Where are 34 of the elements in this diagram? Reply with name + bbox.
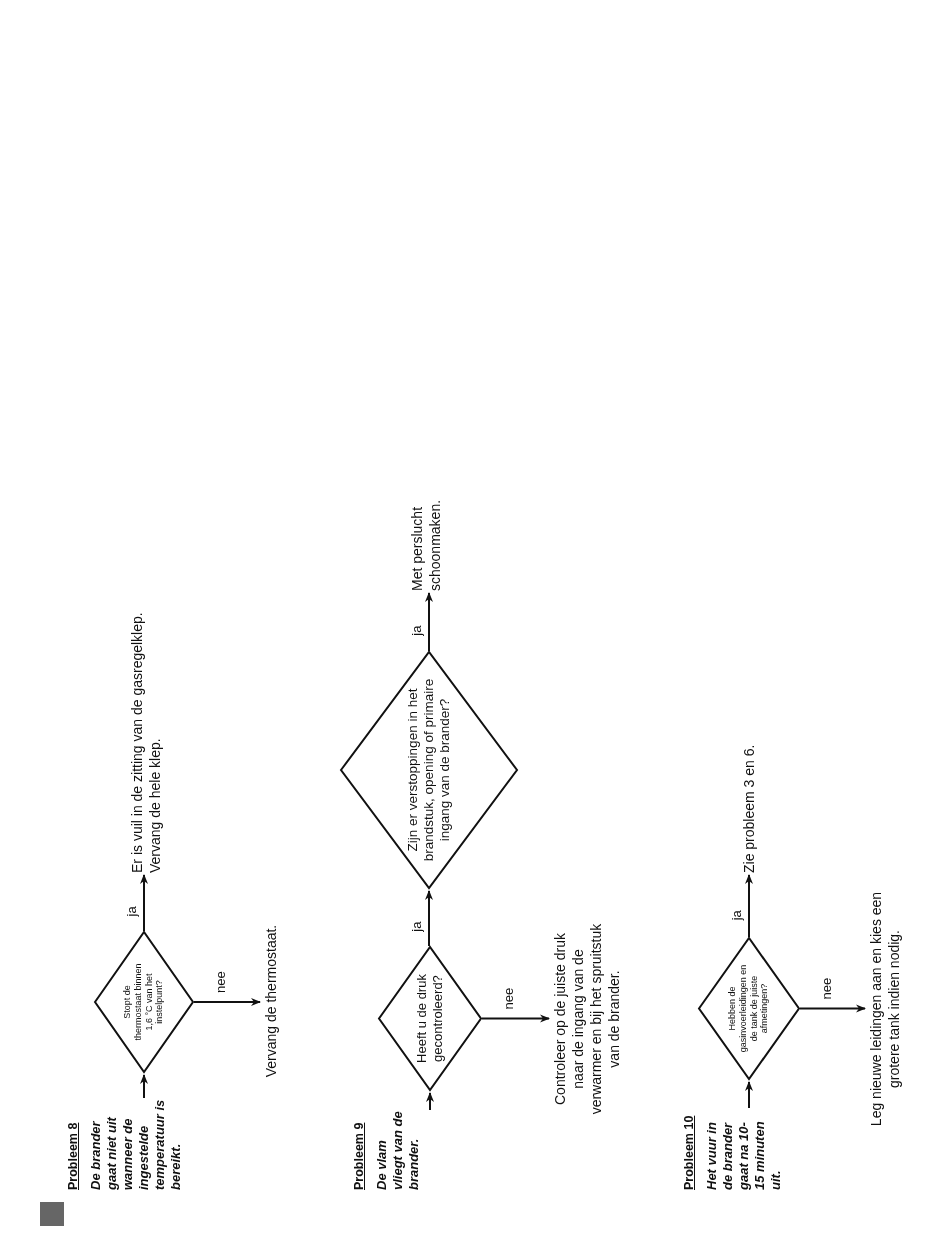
arrow <box>140 1074 148 1099</box>
problem-description: De vlam vliegt van de brander. <box>374 1110 422 1190</box>
decision-diamond <box>378 946 482 1091</box>
arrow <box>799 1004 866 1013</box>
decision-diamond <box>340 651 518 889</box>
decision-diamond <box>698 937 800 1080</box>
outcome-text: Er is vuil in de zitting van de gasregelklep. Vervang de hele klep. <box>128 611 164 873</box>
problem-description: De brander gaat niet uit wanneer de ingestelde temperatuur is bereikt. <box>88 1098 184 1190</box>
arrow <box>745 874 753 938</box>
edge-label: ja <box>410 920 424 933</box>
outcome-text: Met perslucht schoonmaken. <box>408 471 444 591</box>
edge-label: ja <box>125 905 139 918</box>
outcome-text: Leg nieuwe leidingen aan en kies een grotere tank indien nodig. <box>867 889 903 1129</box>
decision-diamond <box>94 931 194 1073</box>
problem-heading: Probleem 8 <box>66 1121 80 1190</box>
question-text: Zijn er verstoppingen in het brandstuk, opening of primaire ingang van de brander? <box>404 677 454 863</box>
arrow <box>193 998 261 1006</box>
outcome-text: Vervang de thermostaat. <box>262 911 280 1091</box>
outcome-text: Zie probleem 3 en 6. <box>740 723 758 873</box>
question-text: Stopt de thermostaat binnen 1,6 °C van het instelpunt? <box>122 962 166 1042</box>
arrow <box>745 1081 753 1109</box>
outcome-text: Controleer op de juiste druk naar de ingang van de verwarmer en bij het spruitstuk van de brander. <box>551 919 623 1119</box>
question-text: Heeft u de druk gecontroleerd? <box>414 973 446 1064</box>
edge-label: ja <box>730 909 744 922</box>
problem-heading: Probleem 10 <box>682 1114 696 1190</box>
question-text: Hebben de gasinvoerleidingen en de tank de juiste afmetingen? <box>727 963 771 1055</box>
arrow <box>426 1092 434 1111</box>
arrow <box>425 592 433 652</box>
edge-label: ja <box>410 624 424 637</box>
arrow <box>140 874 148 932</box>
arrow <box>425 890 433 947</box>
problem-description: Het vuur in de brander gaat na 10-15 minuten uit. <box>704 1120 784 1190</box>
arrow <box>481 1014 550 1023</box>
problem-heading: Probleem 9 <box>352 1121 366 1190</box>
